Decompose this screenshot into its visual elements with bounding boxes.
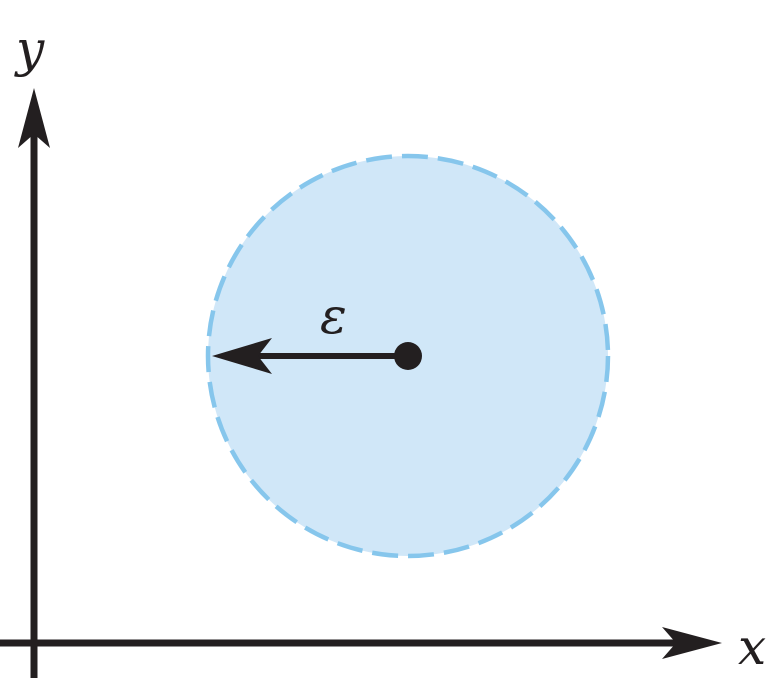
y-axis-label: y (14, 20, 45, 78)
radius-arrowhead (212, 338, 272, 374)
y-axis (18, 88, 50, 678)
radius-label-epsilon: ε (320, 287, 347, 345)
y-axis-arrowhead (18, 88, 50, 148)
radius-arrow (212, 338, 408, 374)
center-point (394, 342, 422, 370)
x-axis-arrowhead (662, 627, 722, 659)
x-axis (0, 627, 722, 659)
x-axis-label: x (738, 618, 766, 676)
